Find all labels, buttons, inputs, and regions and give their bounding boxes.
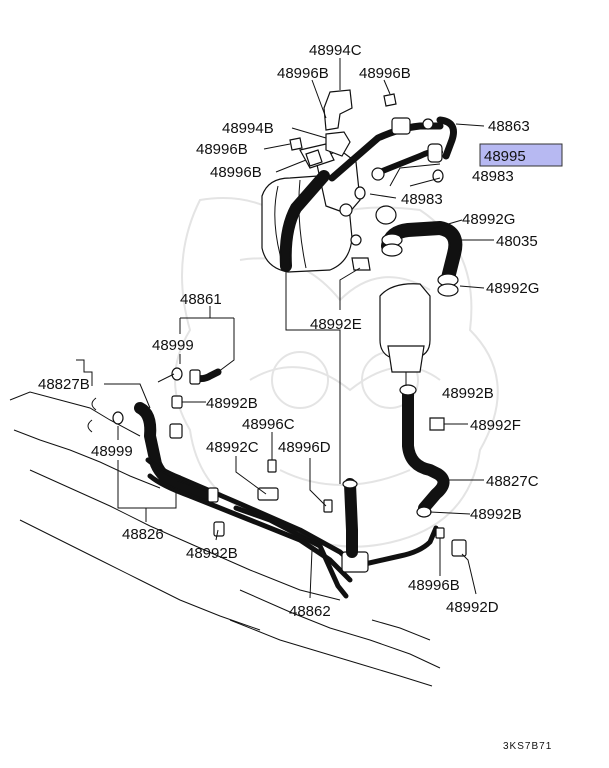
label-48983[interactable]: 48983 [401,191,443,208]
label-48992B[interactable]: 48992B [206,395,258,412]
label-48035[interactable]: 48035 [496,233,538,250]
return-hose-48827C [399,384,450,518]
bolt-48996D [323,499,333,513]
label-48996D[interactable]: 48996D [278,439,331,456]
return-pipe-fitting-48995 [371,143,443,181]
pressure-switch-fitting [391,117,411,135]
o-ring [432,169,444,183]
label-48994C[interactable]: 48994C [309,42,362,59]
label-48992C[interactable]: 48992C [206,439,259,456]
label-48996B[interactable]: 48996B [196,141,248,158]
highlighted-part-box [479,143,563,167]
label-48996B[interactable]: 48996B [277,65,329,82]
label-48863[interactable]: 48863 [488,118,530,135]
bolt-48996C [267,459,277,473]
clamp-48992F [429,417,445,431]
label-48992F[interactable]: 48992F [470,417,521,434]
label-48862[interactable]: 48862 [289,603,331,620]
label-48999[interactable]: 48999 [152,337,194,354]
part-labels: 48994C 48996B 48996B 48994B 48863 48996B… [38,42,539,620]
label-48827B[interactable]: 48827B [38,376,90,393]
bracket-48992D [451,539,467,557]
label-48992G[interactable]: 48992G [486,280,539,297]
label-48992D[interactable]: 48992D [446,599,499,616]
label-48992B[interactable]: 48992B [186,545,238,562]
label-48994B[interactable]: 48994B [222,120,274,137]
pump-bracket [289,89,397,167]
label-48992B[interactable]: 48992B [442,385,494,402]
diagram-code: 3KS7B71 [503,741,552,752]
label-48861[interactable]: 48861 [180,291,222,308]
o-ring [354,186,366,200]
label-48992E[interactable]: 48992E [310,316,362,333]
o-ring-48999 [112,411,124,425]
label-48827C[interactable]: 48827C [486,473,539,490]
label-48995[interactable]: 48995 [484,148,526,165]
label-48996B[interactable]: 48996B [210,164,262,181]
label-48826[interactable]: 48826 [122,526,164,543]
return-tubes [145,457,439,599]
label-48996C[interactable]: 48996C [242,416,295,433]
label-48992G[interactable]: 48992G [462,211,515,228]
label-48992B[interactable]: 48992B [470,506,522,523]
pressure-hose-48862 [279,170,358,558]
label-48983[interactable]: 48983 [472,168,514,185]
clamp-48992E [351,257,371,271]
label-48996B[interactable]: 48996B [408,577,460,594]
label-48996B[interactable]: 48996B [359,65,411,82]
suction-hose-48035 [381,221,463,297]
hose-48827B [134,402,216,502]
leader-lines [104,58,494,599]
label-48999[interactable]: 48999 [91,443,133,460]
oil-reservoir [379,283,431,386]
steering-gear-rack [9,359,441,687]
clip-48992C [257,487,279,501]
o-ring-48999 [171,367,183,381]
bolt [435,527,445,539]
o-ring [375,205,397,225]
